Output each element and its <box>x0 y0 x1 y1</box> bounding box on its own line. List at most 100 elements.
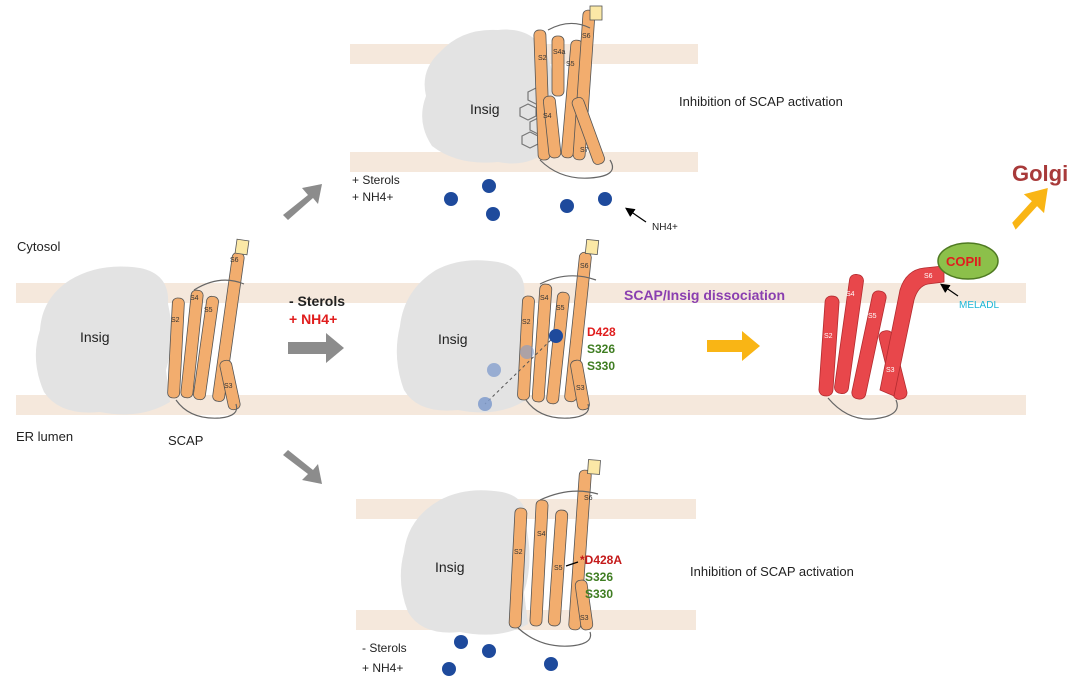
meladl-pointer <box>940 283 959 297</box>
label-s4: S4 <box>846 291 855 298</box>
top-panel: Insig S2 S4a S4 S5 S6 S7 Inhibition of <box>352 5 843 233</box>
helix-s2 <box>167 297 185 399</box>
helix-s7 <box>571 97 605 165</box>
helix-s4 <box>531 283 553 403</box>
label-s4: S4 <box>543 113 552 120</box>
insig-shape <box>422 29 554 164</box>
label-s4: S4 <box>540 295 549 302</box>
cytosol-label: Cytosol <box>17 239 60 254</box>
label-s6: S6 <box>924 273 933 280</box>
label-s2: S2 <box>171 317 180 324</box>
helix-s2 <box>818 295 840 397</box>
arrow-down <box>283 450 322 484</box>
label-s3: S3 <box>580 615 589 622</box>
membrane-mid-lower <box>16 395 1026 415</box>
bottom-outcome: Inhibition of SCAP activation <box>690 564 854 579</box>
insig-label: Insig <box>438 331 468 347</box>
label-s6: S6 <box>584 495 593 502</box>
helix-s3 <box>570 359 590 411</box>
helix-s5 <box>547 509 569 627</box>
nh4-particles-top <box>444 179 612 221</box>
yellow-arrow-right <box>707 331 760 361</box>
arrow-right <box>288 333 344 363</box>
insig-label: Insig <box>435 559 465 575</box>
membranes <box>16 44 1026 630</box>
label-s5: S5 <box>204 307 213 314</box>
top-helix-labels: S2 S4a S4 S5 S6 S7 <box>538 33 591 154</box>
helix-s4 <box>834 273 864 395</box>
er-lumen-label: ER lumen <box>16 429 73 444</box>
bottom-condition-2: + NH4+ <box>362 661 403 675</box>
arrow-up <box>283 184 322 220</box>
label-s4: S4 <box>190 295 199 302</box>
bottom-residue-1: *D428A <box>580 553 622 567</box>
label-s2: S2 <box>522 319 531 326</box>
nh4-particles-bottom <box>442 635 558 676</box>
scap-loop <box>517 627 592 647</box>
nh4-path <box>478 329 563 411</box>
label-s2: S2 <box>824 333 833 340</box>
middle-residue-3: S330 <box>587 359 615 373</box>
scap-loop <box>525 399 590 419</box>
label-s3: S3 <box>224 383 233 390</box>
helix-s4 <box>180 289 204 399</box>
label-s5: S5 <box>566 61 575 68</box>
dissociation-label: SCAP/Insig dissociation <box>624 287 785 303</box>
helix-s6 <box>568 469 592 631</box>
active-scap: S2 S4 S5 S6 S3 COPII MELADL Golgi <box>818 161 1068 420</box>
insig-label: Insig <box>470 101 500 117</box>
insig-label: Insig <box>80 329 110 345</box>
top-condition-1: + Sterols <box>352 173 400 187</box>
helix-s5 <box>851 290 887 400</box>
grey-arrows <box>283 184 344 484</box>
label-s6: S6 <box>230 257 239 264</box>
golgi-label: Golgi <box>1012 161 1068 186</box>
label-s6: S6 <box>580 263 589 270</box>
bottom-panel: Insig S2 S4 S5 S6 S3 *D428A S326 S330 In… <box>362 459 854 676</box>
helix-s4a <box>551 35 565 97</box>
scap-bottom-helices <box>508 459 601 631</box>
nh4-pointer-label: NH4+ <box>652 222 678 233</box>
copii-label: COPII <box>946 254 981 269</box>
helix-s2 <box>508 507 528 629</box>
label-s5: S5 <box>554 565 563 572</box>
label-s5: S5 <box>556 305 565 312</box>
bottom-condition-1: - Sterols <box>362 641 407 655</box>
yellow-arrow-up <box>1012 187 1048 230</box>
scap-loop <box>539 159 614 179</box>
middle-residue-2: S326 <box>587 342 615 356</box>
label-s2: S2 <box>538 55 547 62</box>
label-s5: S5 <box>868 313 877 320</box>
helix-s4 <box>529 499 549 627</box>
scap-loop-top <box>539 275 597 285</box>
helix-s3 <box>219 359 241 411</box>
active-scap-loop <box>827 397 898 420</box>
helix-s3 <box>574 579 594 631</box>
top-condition-2: + NH4+ <box>352 190 393 204</box>
label-s4: S4 <box>537 531 546 538</box>
label-s2: S2 <box>514 549 523 556</box>
scap-loop <box>175 399 238 419</box>
mutation-marker <box>565 561 579 567</box>
middle-condition-2: + NH4+ <box>289 311 337 327</box>
label-s7: S7 <box>580 147 589 154</box>
middle-panel: - Sterols + NH4+ Insig S2 S4 S5 S6 S3 <box>289 238 785 419</box>
label-s4a: S4a <box>553 49 566 56</box>
label-s3: S3 <box>886 367 895 374</box>
middle-condition-1: - Sterols <box>289 293 345 309</box>
bottom-residue-2: S326 <box>585 570 613 584</box>
insig-shape <box>400 490 530 635</box>
bottom-helix-labels: S2 S4 S5 S6 S3 <box>514 495 593 622</box>
scap-top-helices <box>533 5 605 165</box>
nh4-pointer-arrow <box>625 207 647 223</box>
scap-loop-top <box>193 279 245 291</box>
middle-helix-labels: S2 S4 S5 S6 S3 <box>522 263 589 392</box>
scap-loop-top <box>547 22 591 31</box>
top-outcome: Inhibition of SCAP activation <box>679 94 843 109</box>
label-s6: S6 <box>582 33 591 40</box>
meladl-label: MELADL <box>959 300 999 311</box>
helix-s5 <box>193 295 219 401</box>
helix-s6 <box>879 265 945 397</box>
bottom-residue-3: S330 <box>585 587 613 601</box>
label-s3: S3 <box>576 385 585 392</box>
